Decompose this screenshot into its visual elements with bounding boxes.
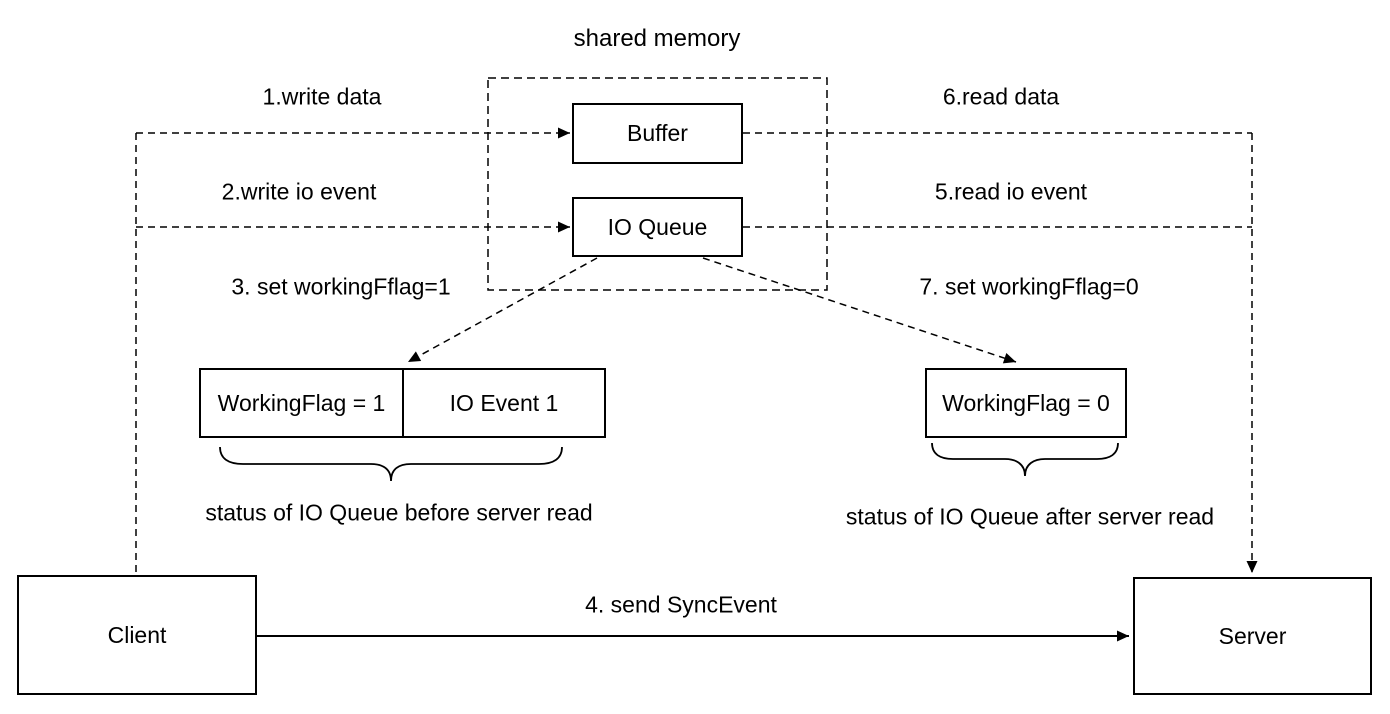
working-flag-1-label: WorkingFlag = 1 xyxy=(217,389,386,416)
shared-memory-container xyxy=(487,77,828,291)
working-flag-0-label: WorkingFlag = 0 xyxy=(942,389,1110,416)
step2-label: 2.write io event xyxy=(221,178,377,205)
brace-after xyxy=(931,442,1119,477)
client-label: Client xyxy=(107,621,167,648)
buffer-box: Buffer xyxy=(572,103,743,164)
step4-label: 4. send SyncEvent xyxy=(585,591,777,618)
io-event-1-cell: IO Event 1 xyxy=(404,370,604,436)
status-before-box: WorkingFlag = 1 IO Event 1 xyxy=(199,368,606,438)
shared-memory-title: shared memory xyxy=(573,25,741,52)
client-box: Client xyxy=(17,575,257,695)
working-flag-1-cell: WorkingFlag = 1 xyxy=(201,370,404,436)
io-queue-box: IO Queue xyxy=(572,197,743,257)
io-event-1-label: IO Event 1 xyxy=(449,389,559,416)
status-after-caption: status of IO Queue after server read xyxy=(845,503,1215,530)
buffer-label: Buffer xyxy=(627,120,688,146)
step1-label: 1.write data xyxy=(262,83,382,110)
step6-label: 6.read data xyxy=(942,83,1060,110)
brace-before xyxy=(219,446,563,482)
step3-label: 3. set workingFflag=1 xyxy=(231,273,451,300)
server-box: Server xyxy=(1133,577,1372,695)
status-before-caption: status of IO Queue before server read xyxy=(205,499,593,526)
set-flag-0-arrow xyxy=(702,257,1017,364)
server-label: Server xyxy=(1218,622,1287,649)
step5-label: 5.read io event xyxy=(934,178,1088,205)
step7-label: 7. set workingFflag=0 xyxy=(919,273,1139,300)
status-after-box: WorkingFlag = 0 xyxy=(925,368,1127,438)
io-queue-label: IO Queue xyxy=(607,213,708,240)
